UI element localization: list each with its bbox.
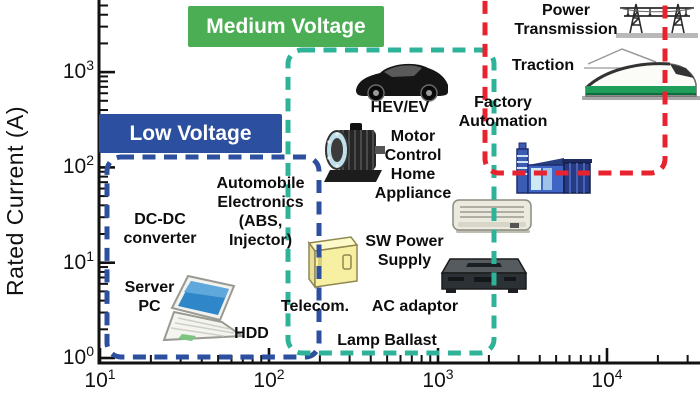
y-axis-label: Rated Current (A) [2, 106, 28, 297]
y-tick-label: 102 [62, 152, 94, 179]
y-tick-label: 101 [62, 247, 94, 274]
y-tick-label: 100 [62, 343, 94, 369]
air-conditioner-icon [452, 198, 534, 236]
annotation-server-pc: Server PC [124, 279, 175, 315]
annotation-hdd: HDD [234, 325, 269, 342]
annotation-ac-adaptor: AC adaptor [371, 298, 459, 315]
x-tick-label: 101 [84, 366, 116, 392]
annotation-telecom: Telecom. [280, 298, 350, 315]
y-tick-label: 103 [62, 57, 94, 84]
annotation-power-transmission: Power Transmission [514, 2, 618, 38]
x-tick-label: 103 [422, 366, 454, 392]
annotation-sw-power-supply: SW Power Supply [365, 233, 444, 269]
annotation-dc-dc-converter: DC-DC converter [123, 211, 197, 247]
factory-icon [511, 141, 595, 199]
car-icon [352, 50, 452, 102]
annotation-traction: Traction [511, 57, 575, 74]
low-voltage-label: Low Voltage [99, 114, 282, 153]
x-tick-label: 102 [253, 366, 285, 392]
annotation-automobile-electronics: Automobile Electronics (ABS, Injector) [216, 175, 305, 249]
medium-voltage-label: Medium Voltage [188, 6, 384, 47]
annotation-motor-control-home-appliance: Motor Control Home Appliance [374, 128, 452, 202]
annotation-hev-ev: HEV/EV [370, 99, 430, 116]
annotation-lamp-ballast: Lamp Ballast [337, 332, 437, 349]
annotation-factory-automation: Factory Automation [458, 94, 548, 130]
x-tick-label: 104 [591, 366, 623, 392]
train-icon [582, 44, 700, 104]
